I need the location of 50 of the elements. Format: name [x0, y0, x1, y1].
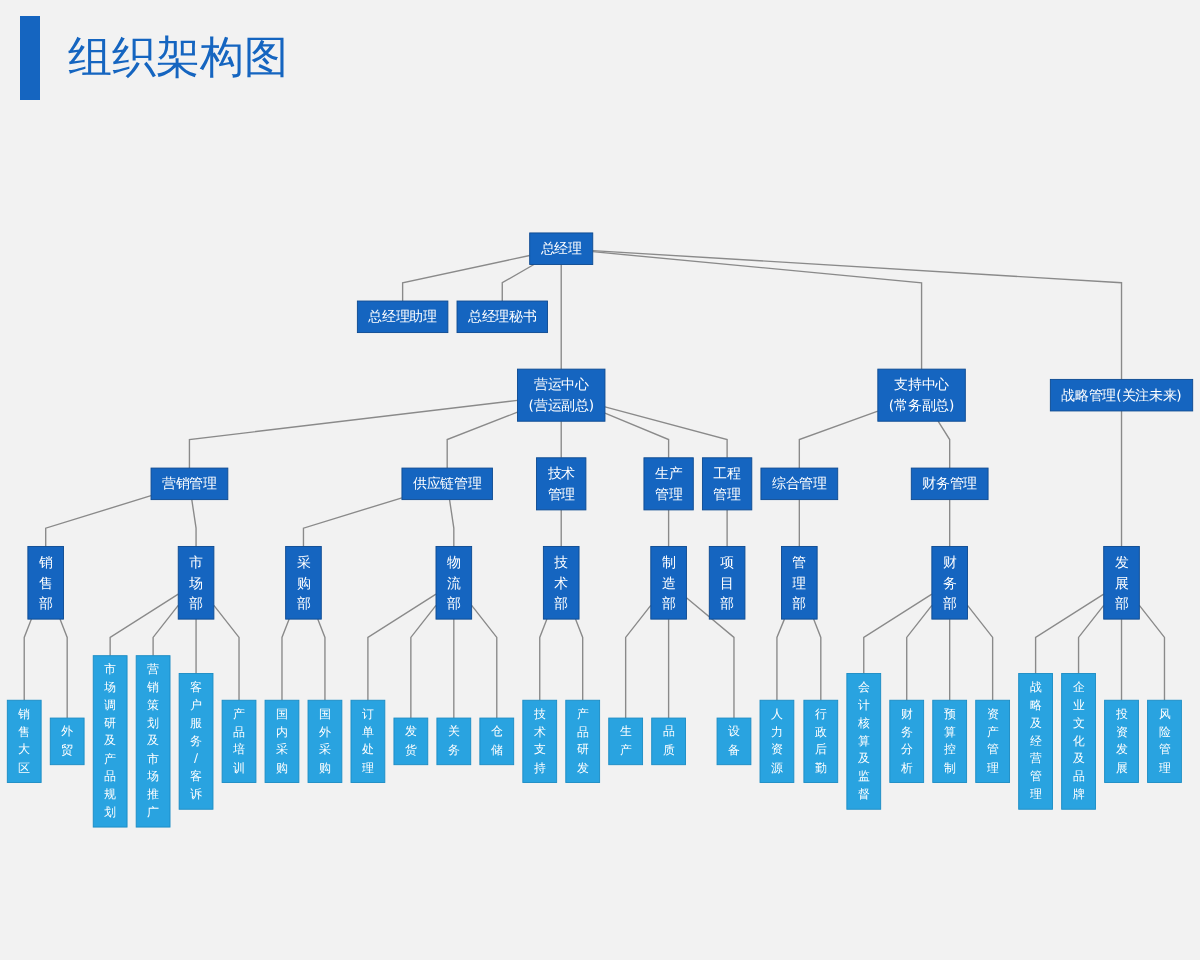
connector — [949, 498, 951, 548]
diagram-title: 组织架构图 — [20, 16, 1180, 100]
connector — [501, 263, 535, 302]
connector — [937, 420, 951, 469]
connector — [812, 618, 822, 701]
connector — [188, 399, 519, 469]
connector — [367, 593, 437, 701]
connector — [23, 618, 33, 701]
connector — [592, 249, 1123, 381]
connector — [604, 412, 670, 459]
connector — [798, 498, 800, 548]
connector — [776, 618, 786, 701]
connector — [966, 604, 994, 701]
connector — [213, 604, 240, 701]
connector — [574, 618, 584, 701]
connector — [410, 604, 437, 719]
connector — [667, 509, 670, 548]
connector — [906, 604, 933, 701]
connector — [604, 406, 728, 459]
connector — [453, 618, 455, 719]
connector — [152, 604, 179, 657]
connector — [59, 618, 68, 719]
connector — [863, 593, 933, 675]
connector — [446, 411, 519, 469]
connector — [195, 618, 197, 675]
connector — [949, 618, 951, 701]
connector — [1120, 618, 1123, 701]
connector — [624, 604, 652, 719]
connector — [667, 618, 670, 719]
connector — [448, 498, 455, 548]
connector — [191, 498, 197, 548]
connector — [539, 618, 548, 701]
connector — [281, 618, 290, 701]
connector — [685, 597, 735, 719]
connector — [1034, 593, 1105, 675]
connector — [798, 410, 879, 469]
connector — [45, 495, 152, 548]
connector — [592, 251, 923, 370]
connector — [317, 618, 326, 701]
connector — [726, 509, 728, 548]
connector — [302, 497, 403, 548]
connector — [560, 263, 562, 370]
connector — [560, 420, 562, 459]
connector — [560, 509, 562, 548]
connector — [470, 604, 498, 719]
connector — [1077, 604, 1105, 675]
connector — [1120, 410, 1123, 548]
connector — [109, 593, 179, 657]
connector — [1138, 604, 1166, 701]
connector — [401, 254, 531, 302]
